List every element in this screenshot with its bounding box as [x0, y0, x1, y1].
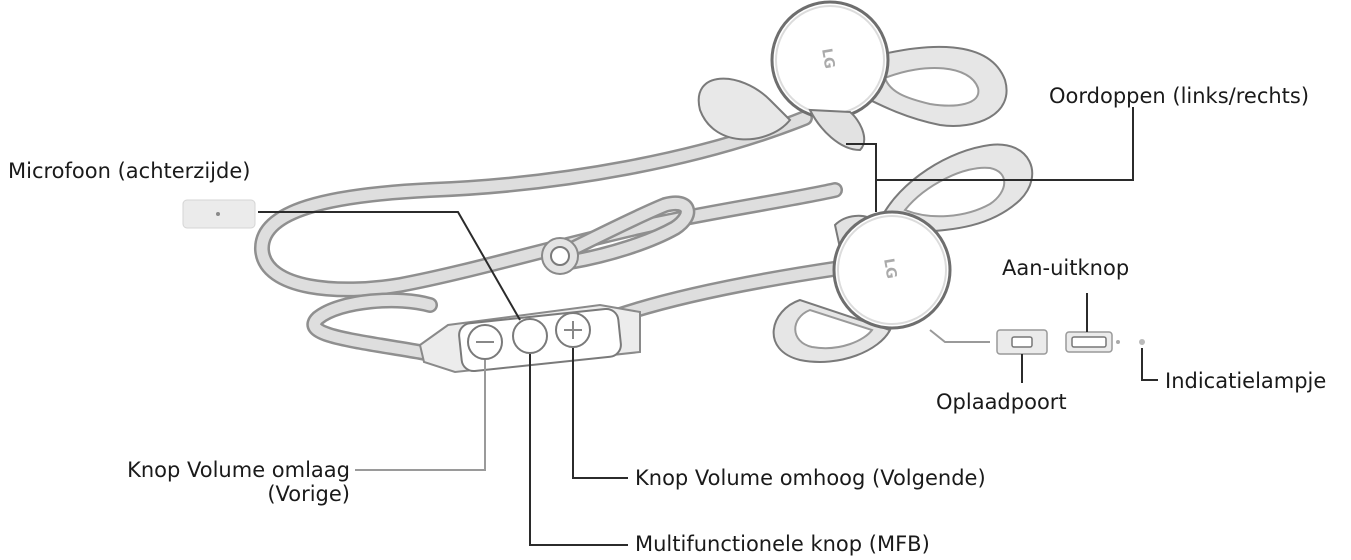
volume-down-label: Knop Volume omlaag (Vorige)	[104, 458, 350, 506]
control-unit	[418, 303, 641, 374]
multifunction-button[interactable]	[512, 318, 548, 354]
lg-logo-top: LG	[818, 47, 837, 70]
charging-port-label: Oplaadpoort	[936, 390, 1067, 414]
leader-lines	[258, 107, 1158, 546]
volume-down-label-line2: (Vorige)	[267, 482, 350, 506]
earbud-top: LG	[697, 0, 1008, 152]
mfb-label: Multifunctionele knop (MFB)	[635, 532, 930, 556]
indicator-light	[1139, 339, 1145, 345]
indicator-label: Indicatielampje	[1165, 369, 1327, 393]
earbud-bottom: LG	[772, 143, 1034, 363]
port-area	[996, 329, 1145, 355]
power-button-label: Aan-uitknop	[1002, 256, 1130, 280]
volume-down-label-line1: Knop Volume omlaag	[127, 458, 350, 482]
microphone-label: Microfoon (achterzijde)	[8, 159, 251, 183]
volume-up-label: Knop Volume omhoog (Volgende)	[635, 466, 986, 490]
lg-logo-bottom: LG	[880, 257, 899, 280]
earbuds-label: Oordoppen (links/rechts)	[1049, 84, 1310, 108]
